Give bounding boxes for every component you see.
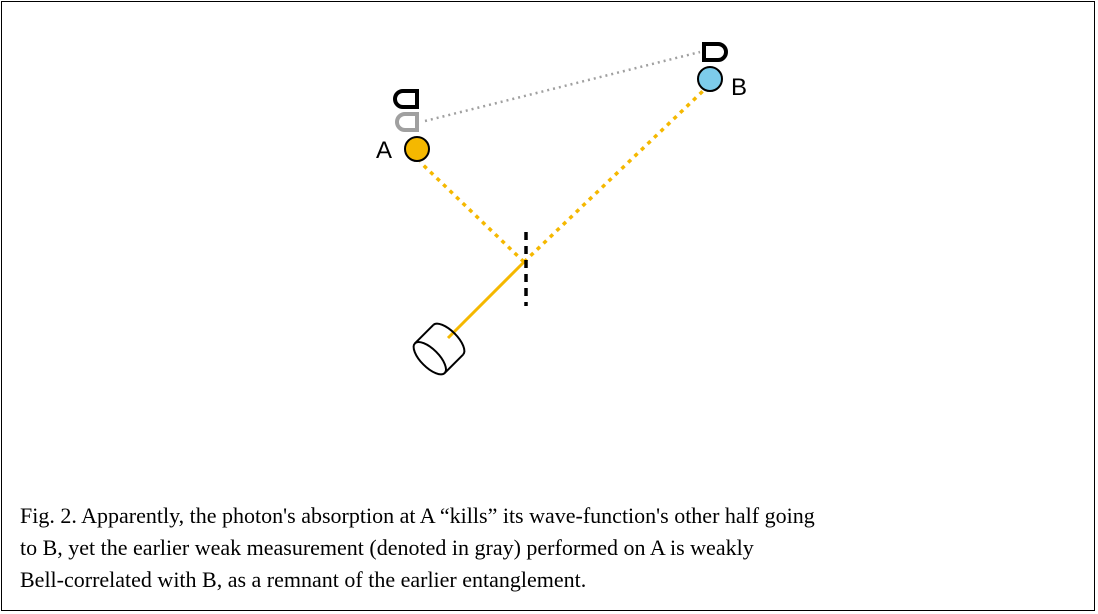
strong-detector-a-icon xyxy=(393,89,419,109)
caption-line: Fig. 2. Apparently, the photon's absorpt… xyxy=(20,503,815,528)
label-b: B xyxy=(731,74,747,101)
beam-to-b xyxy=(522,88,706,264)
source-beam xyxy=(446,260,526,340)
weak-detector-a-icon xyxy=(395,112,419,132)
particle-b xyxy=(697,66,723,92)
beam-to-a xyxy=(418,160,526,264)
caption-line: to B, yet the earlier weak measurement (… xyxy=(20,535,754,560)
caption-line: Bell-correlated with B, as a remnant of … xyxy=(20,567,587,592)
label-a: A xyxy=(376,137,392,164)
detector-b-icon xyxy=(702,42,728,62)
figure-caption: Fig. 2. Apparently, the photon's absorpt… xyxy=(20,500,1088,596)
laser-source-icon xyxy=(412,322,466,376)
correlation-line xyxy=(424,50,701,123)
particle-a xyxy=(404,136,430,162)
